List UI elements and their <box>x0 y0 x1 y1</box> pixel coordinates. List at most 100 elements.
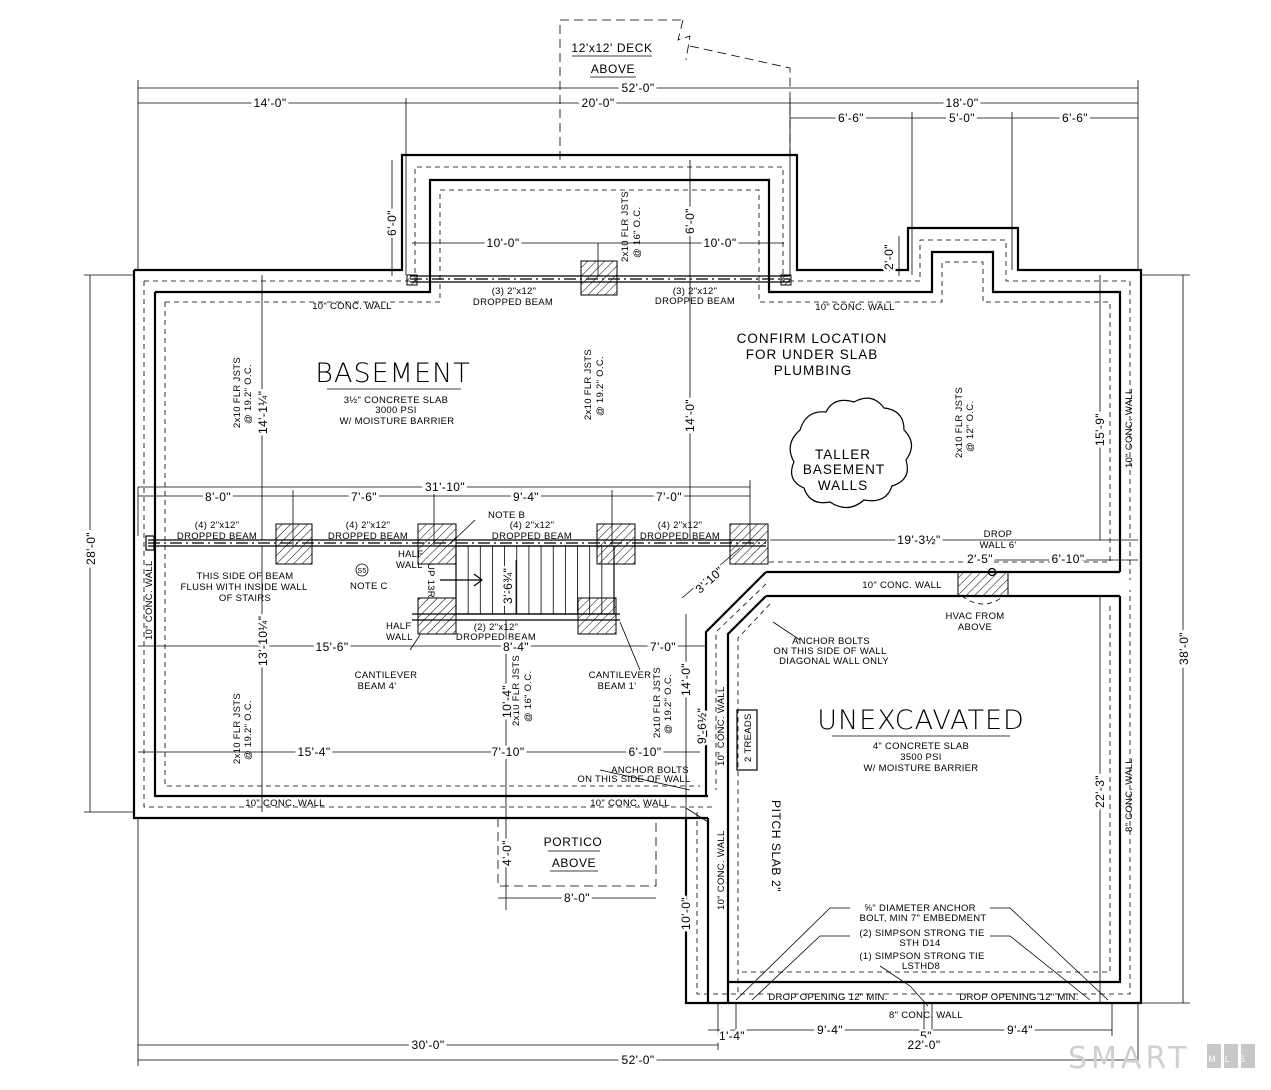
anchor-spec-1: ⅝" DIAMETER ANCHOR <box>864 903 976 914</box>
dim-bump-6b: 6'-0" <box>683 208 697 234</box>
dim-top-66b: 6'-6" <box>1062 111 1088 125</box>
joist-b4-1: 2x10 FLR JSTS <box>232 693 243 764</box>
confirm-note-3: PLUMBING <box>774 363 853 378</box>
drop-wall-2: WALL 6' <box>979 540 1016 551</box>
anchor-spec-3: (2) SIMPSON STRONG TIE <box>859 928 984 939</box>
portico-label: PORTICO <box>544 835 603 849</box>
dim-8-0: 8'-0" <box>205 490 231 504</box>
joist-top-1: 2x10 FLR JSTS <box>620 191 631 262</box>
drop-opening-left: DROP OPENING 12" MIN. <box>768 992 887 1003</box>
dim-7-10: 7'-10" <box>492 745 525 759</box>
beam-labels: (3) 2"x12" DROPPED BEAM (3) 2"x12" DROPP… <box>177 286 735 643</box>
cloud-line-1: TALLER <box>815 447 871 462</box>
beam-top-left-2: DROPPED BEAM <box>473 297 553 308</box>
dim-5: 5" <box>920 1029 932 1043</box>
cloud-line-2: BASEMENT <box>803 462 885 477</box>
dim-14-0: 14'-0" <box>683 399 697 432</box>
beam-low-a: (2) 2"x12" <box>474 622 519 633</box>
cantilever-right-1: CANTILEVER <box>589 670 652 681</box>
dim-top-20: 20'-0" <box>582 96 615 110</box>
dim-3-10: 3'-10" <box>693 564 727 596</box>
joist-b3-2: @ 12" O.C. <box>965 401 976 452</box>
joist-b2-1: 2x10 FLR JSTS <box>583 349 594 420</box>
joist-labels: 2x10 FLR JSTS @ 16" O.C. 2x10 FLR JSTS @… <box>232 191 976 764</box>
unexcavated-slab-1: 4" CONCRETE SLAB <box>873 741 969 752</box>
dim-right-38: 38'-0" <box>1177 632 1191 665</box>
dim-2-5: 2'-5" <box>967 552 993 566</box>
wall-label-top-left: 10" CONC. WALL <box>312 301 392 312</box>
deck-label-2: ABOVE <box>591 62 635 76</box>
dim-bump-10b: 10'-0" <box>704 236 737 250</box>
dim-13-10: 13'-10¼" <box>256 616 270 666</box>
dim-15-9: 15'-9" <box>1093 413 1107 446</box>
anchor-spec-6: LSTHD8 <box>902 961 940 972</box>
wall-label-unexc-upper: 10" CONC. WALL <box>716 686 727 766</box>
joist-top-2: @ 16" O.C. <box>632 207 643 258</box>
top-beam <box>406 260 792 296</box>
dim-3-6: 3'-6¾" <box>501 568 515 604</box>
anchor-wall-1: ANCHOR BOLTS <box>611 765 689 776</box>
cantilever-right-2: BEAM 1' <box>598 681 637 692</box>
taller-walls-cloud: TALLER BASEMENT WALLS <box>789 397 913 509</box>
dim-7-0b: 7'-0" <box>650 640 676 654</box>
ref-symbol: S5 <box>357 568 366 575</box>
dim-top-18: 18'-0" <box>946 96 979 110</box>
stairs: UP 13R <box>425 545 615 615</box>
treads-label: 2 TREADS <box>743 713 754 762</box>
dim-bot-30: 30'-0" <box>412 1038 445 1052</box>
wall-label-mid: 10" CONC. WALL <box>862 580 942 591</box>
dim-6-10: 6'-10" <box>1052 552 1085 566</box>
half-wall-top-2: WALL <box>396 560 423 571</box>
beam-mid-1a: (4) 2"x12" <box>195 520 240 531</box>
beam-mid-4a: (4) 2"x12" <box>658 520 703 531</box>
joist-b6-2: @ 19.2" O.C. <box>663 674 674 734</box>
basement-slab-3: W/ MOISTURE BARRIER <box>340 416 455 427</box>
dim-10-0: 10'-0" <box>679 897 693 930</box>
dim-6-10b: 6'-10" <box>629 745 662 759</box>
wall-label-right-upper: 10" CONC. WALL <box>1124 388 1135 468</box>
dim-top-14: 14'-0" <box>254 96 287 110</box>
watermark-badge: MLS <box>1208 1054 1254 1064</box>
joist-b5-2: @ 16" O.C. <box>523 671 534 722</box>
dim-top-total: 52'-0" <box>622 81 655 95</box>
beam-mid-1b: DROPPED BEAM <box>177 531 257 542</box>
joist-b4-2: @ 19.2" O.C. <box>243 700 254 760</box>
beam-flush-2: FLUSH WITH INSIDE WALL <box>180 582 307 593</box>
dim-19-3: 19'-3½" <box>897 533 940 547</box>
half-wall-bot-2: WALL <box>386 632 413 643</box>
wall-label-bottom-left: 10" CONC. WALL <box>245 798 325 809</box>
wall-labels: 10" CONC. WALL 10" CONC. WALL 10" CONC. … <box>144 301 1135 1021</box>
unexcavated-slab-3: W/ MOISTURE BARRIER <box>864 763 979 774</box>
dim-8-0b: 8'-0" <box>564 891 590 905</box>
anchor-diag-1: ANCHOR BOLTS <box>792 636 870 647</box>
anchor-spec-5: (1) SIMPSON STRONG TIE <box>859 951 984 962</box>
dim-31-10: 31'-10" <box>425 480 465 494</box>
basement-title: BASEMENT <box>315 358 470 389</box>
beam-mid-3a: (4) 2"x12" <box>510 520 555 531</box>
beam-mid-2a: (4) 2"x12" <box>346 520 391 531</box>
portico-above-outline: PORTICO ABOVE <box>497 818 657 887</box>
dim-7-6: 7'-6" <box>351 490 377 504</box>
dim-bump-2: 2'-0" <box>882 244 896 270</box>
cantilever-left-1: CANTILEVER <box>355 670 418 681</box>
basement-outer-wall <box>132 153 1143 820</box>
note-c: NOTE C <box>350 581 388 592</box>
anchor-diag-2: ON THIS SIDE OF WALL <box>773 646 886 657</box>
smart-mls-watermark: SMART MLS <box>1068 1041 1255 1076</box>
dim-4-0: 4'-0" <box>500 840 514 866</box>
joist-b1-2: @ 19.2" O.C. <box>243 364 254 424</box>
dim-14-1-4: 14'-1¼" <box>256 391 270 434</box>
drop-opening-right: DROP OPENING 12" MIN. <box>959 992 1078 1003</box>
dimension-lines <box>84 80 1190 1066</box>
wall-label-bottom-mid: 10" CONC. WALL <box>590 798 670 809</box>
dim-top-66a: 6'-6" <box>838 111 864 125</box>
dim-9-4a: 9'-4" <box>817 1023 843 1037</box>
dim-22-0: 22'-0" <box>908 1038 941 1052</box>
anchor-spec-2: BOLT, MIN 7" EMBEDMENT <box>860 913 987 924</box>
basement-slab-2: 3000 PSI <box>375 405 417 416</box>
annotation-notes: THIS SIDE OF BEAM FLUSH WITH INSIDE WALL… <box>180 510 1078 1003</box>
joist-b2-2: @ 19.2" O.C. <box>595 356 606 416</box>
beam-low-b: DROPPED BEAM <box>456 632 536 643</box>
dim-8-4: 8'-4" <box>503 640 529 654</box>
